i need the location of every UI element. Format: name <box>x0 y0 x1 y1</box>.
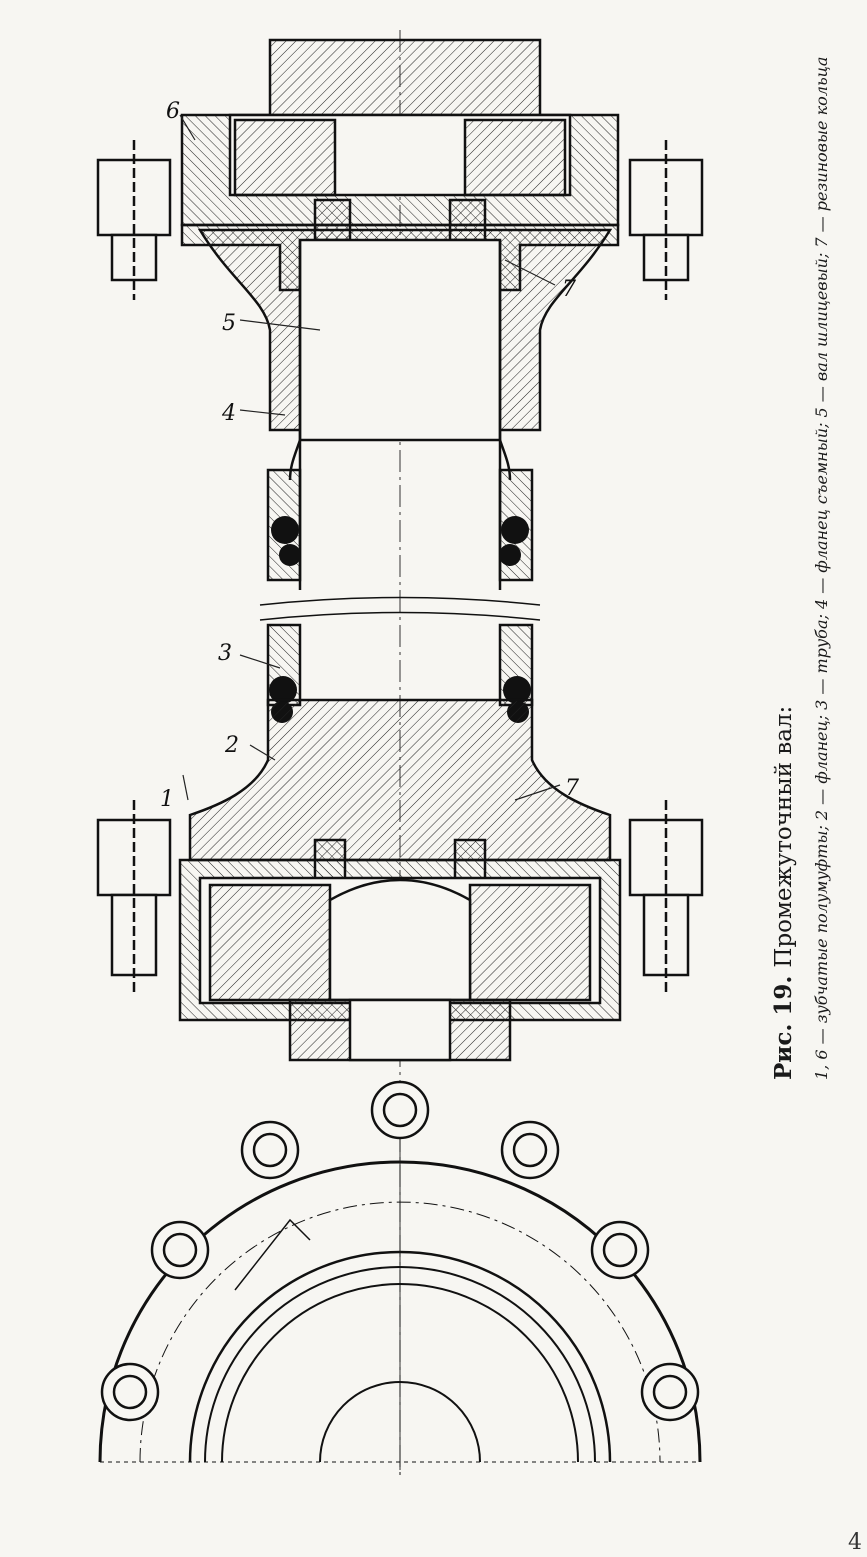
end-view-bolts <box>100 1080 700 1422</box>
callout-7-top: 7 <box>562 277 576 302</box>
end-view <box>98 1130 702 1480</box>
callout-2: 2 <box>224 733 239 758</box>
figure-caption-title: Рис. 19. Промежуточный вал: <box>770 706 797 1080</box>
page-number: 4 <box>848 1530 862 1555</box>
callout-6: 6 <box>166 99 180 124</box>
figure-number: Рис. 19. <box>770 975 797 1080</box>
figure-legend: 1, 6 — зубчатые полумуфты; 2 — фланец; 3… <box>812 56 831 1080</box>
bottom-coupling <box>178 858 622 1062</box>
bottom-bolts <box>96 800 704 995</box>
callout-7-bottom: 7 <box>565 776 579 801</box>
removable-flange <box>197 228 613 442</box>
callout-5: 5 <box>222 311 236 336</box>
callout-3: 3 <box>218 641 232 666</box>
callout-4: 4 <box>221 401 236 426</box>
figure-title: Промежуточный вал: <box>771 705 797 968</box>
top-bolts <box>96 140 704 300</box>
leader-lines <box>179 114 561 801</box>
callout-1: 1 <box>160 787 174 812</box>
